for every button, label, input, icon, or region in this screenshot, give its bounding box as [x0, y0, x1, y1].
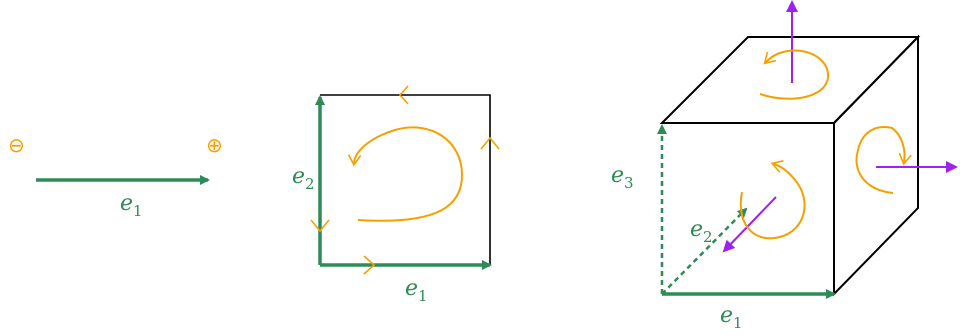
e3-label-3d: e3 — [611, 163, 634, 192]
circulation-arrow-2d — [347, 126, 464, 222]
panel-2d: e2 e1 — [292, 85, 500, 305]
e2-label-2d: e2 — [292, 164, 315, 193]
square-outline — [320, 94, 491, 265]
panel-1d: ⊖ ⊕ e1 — [8, 133, 223, 220]
circulation-arrow-top — [759, 49, 830, 100]
e1-label-3d: e1 — [720, 303, 743, 332]
cube-right-face — [833, 34, 919, 297]
e1-label-1d: e1 — [120, 191, 143, 220]
orientation-chevron-right — [480, 136, 500, 150]
front-normal-arrow — [722, 196, 777, 253]
e2-vector-3d — [661, 207, 748, 295]
circulation-arrow-right — [855, 126, 912, 194]
e1-label-2d: e1 — [405, 276, 428, 305]
orientation-chevron-bottom — [363, 255, 376, 275]
minus-sign: ⊖ — [8, 133, 25, 157]
orientation-chevron-top — [398, 85, 409, 105]
panel-3d: e3 e2 e1 — [611, 0, 958, 332]
e2-label-3d: e2 — [690, 217, 713, 246]
circulation-arrow-front — [739, 160, 806, 240]
plus-sign: ⊕ — [206, 133, 223, 157]
orientation-chevron-left — [310, 219, 330, 233]
